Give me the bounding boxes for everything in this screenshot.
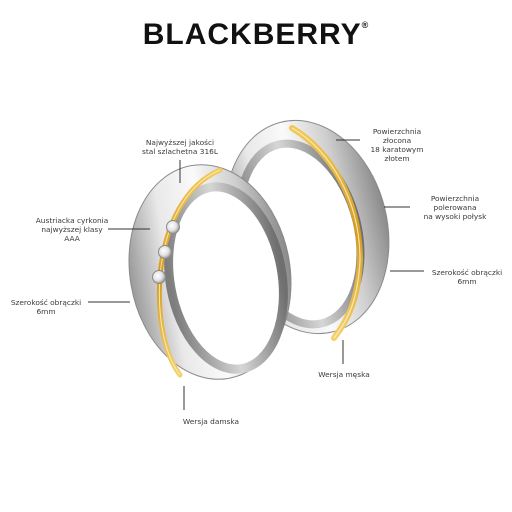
label-steel: Najwyższej jakości stal szlachetna 316L: [130, 138, 230, 156]
label-width-left-line2: 6mm: [36, 307, 56, 316]
zirconia-stone: [158, 245, 172, 259]
label-mens: Wersja męska: [304, 370, 384, 379]
brand-name: BLACKBERRY: [142, 18, 362, 51]
label-polished-line2: polerowana: [433, 203, 477, 212]
label-width-left-line1: Szerokość obrączki: [10, 298, 82, 307]
label-zirconia-line2: najwyższej klasy: [41, 225, 103, 234]
label-mens-text: Wersja męska: [318, 370, 370, 379]
label-zirconia: Austriacka cyrkonia najwyższej klasy AAA: [22, 216, 122, 243]
label-gold-surface-line2: złocona: [382, 136, 412, 145]
label-gold-surface-line3: 18 karatowym: [370, 145, 424, 154]
label-width-right-line2: 6mm: [457, 277, 477, 286]
brand-logo: BLACKBERRY®: [0, 18, 512, 52]
label-womens: Wersja damska: [168, 417, 254, 426]
label-polished-line1: Powierzchnia: [430, 194, 480, 203]
leader-lines: [88, 139, 424, 410]
label-steel-line1: Najwyższej jakości: [145, 138, 215, 147]
label-womens-text: Wersja damska: [182, 417, 240, 426]
label-gold-surface-line4: złotem: [384, 154, 410, 163]
label-gold-surface: Powierzchnia złocona 18 karatowym złotem: [352, 127, 442, 163]
womens-ring: [128, 164, 292, 380]
label-zirconia-line3: AAA: [64, 234, 80, 243]
label-polished: Powierzchnia polerowana na wysoki połysk: [405, 194, 505, 221]
label-steel-line2: stal szlachetna 316L: [142, 147, 218, 156]
label-zirconia-line1: Austriacka cyrkonia: [35, 216, 109, 225]
zirconia-stone: [166, 220, 180, 234]
label-polished-line3: na wysoki połysk: [423, 212, 487, 221]
registered-mark: ®: [361, 20, 370, 30]
label-width-left: Szerokość obrączki 6mm: [2, 298, 90, 316]
label-width-right-line1: Szerokość obrączki: [431, 268, 503, 277]
zirconia-stone: [152, 270, 166, 284]
label-width-right: Szerokość obrączki 6mm: [424, 268, 510, 286]
label-gold-surface-line1: Powierzchnia: [372, 127, 422, 136]
